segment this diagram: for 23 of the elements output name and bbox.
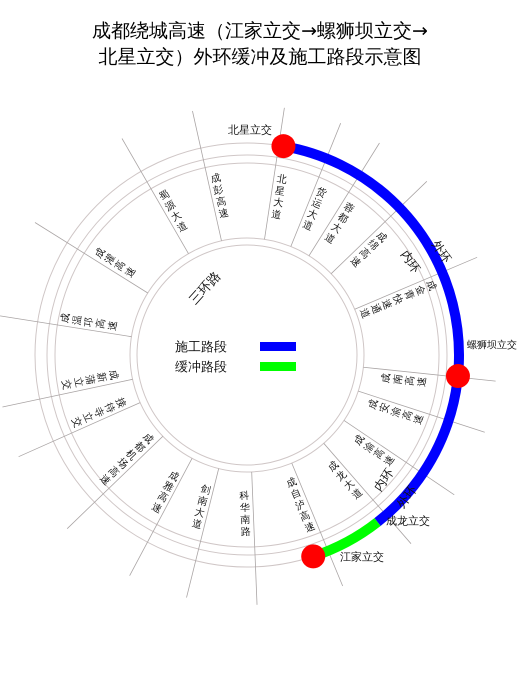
map-label: 内环 <box>396 247 424 277</box>
road-label: 成灌高速 <box>92 246 139 281</box>
legend-label: 缓冲路段 <box>175 359 227 376</box>
legend-label: 施工路段 <box>175 339 227 356</box>
road-label: 接待寺立交 <box>68 396 128 430</box>
road-label: 科华南路 <box>238 490 252 540</box>
road-label: 成南高速 <box>380 372 430 388</box>
road-label: 剑南大道 <box>189 484 212 533</box>
map-label: 江家立交 <box>340 550 384 564</box>
road-label: 蜀源大道 <box>157 188 191 236</box>
map-label: 成龙立交 <box>386 514 430 528</box>
map-label: 北星立交 <box>228 122 272 138</box>
map-label: 螺狮坝立交 <box>467 338 517 352</box>
road-label: 成安渝高速 <box>366 398 427 427</box>
map-label: 三环路 <box>186 268 225 309</box>
road-label: 成自泸高速 <box>284 476 318 536</box>
road-label: 成彭高速 <box>209 172 230 222</box>
road-label: 成温邛高速 <box>60 312 121 332</box>
road-label: 成金青快速通道 <box>356 278 438 322</box>
road-label: 成新蒲立交 <box>58 368 120 392</box>
map-label: 外环 <box>428 237 455 267</box>
road-label: 北星大道 <box>270 173 288 223</box>
title: 成都绕城高速（江家立交→螺狮坝立交→北星立交）外环缓冲及施工路段示意图 <box>91 19 429 70</box>
